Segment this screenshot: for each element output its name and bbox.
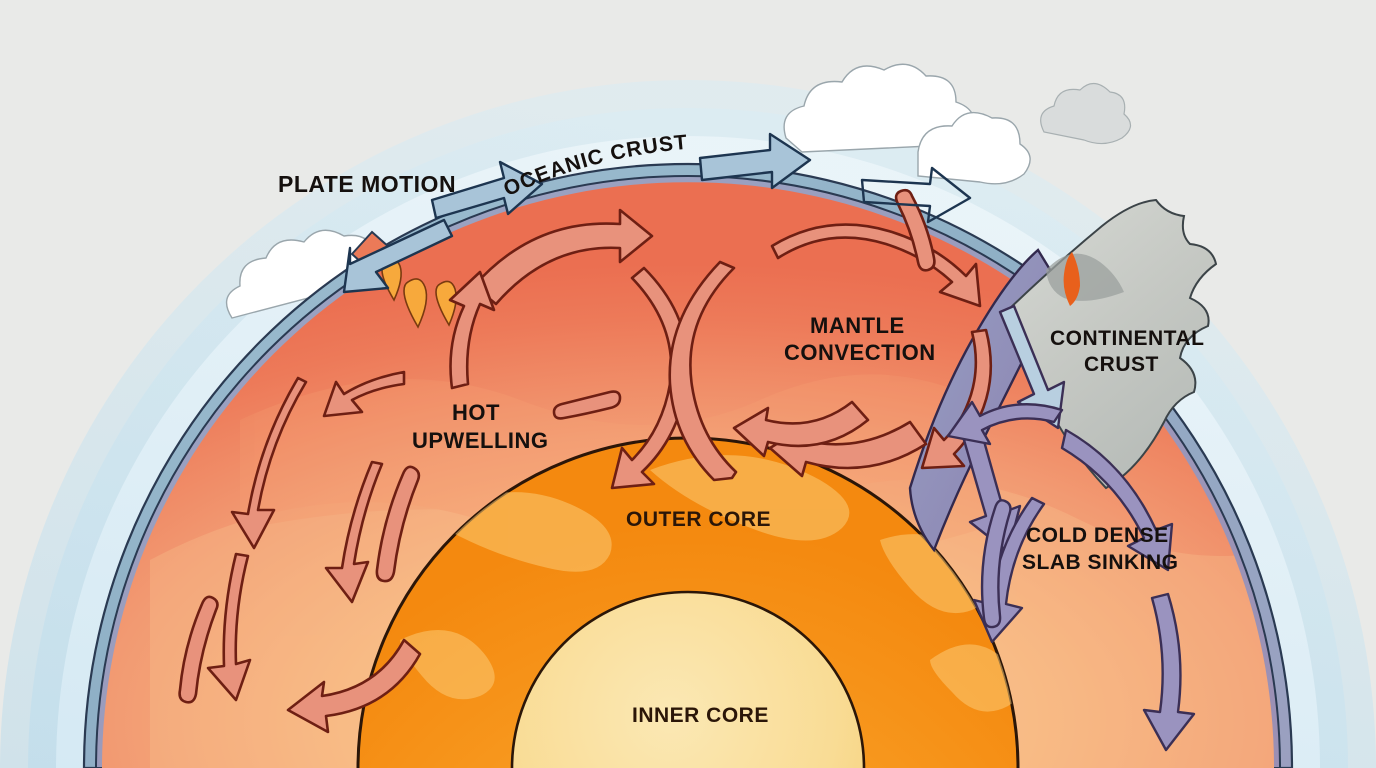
cloud-shape [917,111,1031,185]
plate-arrow-top-right [860,166,972,224]
plate-arrow-top [698,132,812,190]
label-inner-core: INNER CORE [632,704,769,727]
label-hot-upwelling-line1: HOT [452,400,500,425]
crust-outer-outline [82,162,1294,768]
convection-arrow-return-mid [732,400,870,458]
convection-stroke-upper-right [894,188,936,272]
magma-droplet [403,278,428,329]
core-swirl [650,455,850,541]
plate-arrow-upper-left [430,160,544,220]
label-cold-slab-line1: COLD DENSE [1026,524,1169,547]
slab-sinking-arrows [946,304,1196,752]
cloud-top [783,63,1031,185]
label-continental-crust-line1: CONTINENTAL [1050,327,1204,350]
convection-stroke-bottom [178,595,219,704]
convection-arrow-bottom-left [286,638,422,734]
lithosphere-outline [94,175,1282,768]
label-hot-upwelling-line2: UPWELLING [412,428,549,453]
convection-arrow-top-right [770,223,982,308]
slab-stroke-inner [980,499,1012,629]
slab-arrow-outer-lower [1142,592,1196,752]
label-outer-core: OUTER CORE [626,508,771,531]
core-swirl [400,630,495,700]
slab-arrow-left-point [946,400,1064,446]
smoke-puff [1040,82,1132,145]
inner-core-boundary [510,590,866,768]
convection-arrow-descend-right [920,328,993,470]
inner-core-layer [510,590,866,768]
inner-core-body [512,592,864,768]
label-plate-motion: PLATE MOTION [278,171,456,197]
plate-arrow-left [342,218,454,294]
magma-droplet [435,280,457,327]
convection-arrow-left-return [322,370,406,418]
mantle-convection-arrows [178,188,993,734]
convection-dash-top [552,390,622,420]
plate-motion-arrows [342,132,972,294]
volcano-lava [1063,252,1080,306]
core-swirl [930,644,1018,712]
label-mantle-convection-line1: MANTLE [810,313,905,338]
label-mantle-convection-line2: CONVECTION [784,340,936,365]
convection-arrow-outer-rise [230,376,308,550]
convection-arrow-rise-left [448,270,496,390]
convection-arrow-return-right [768,420,928,478]
convection-arrow-mid-rise [324,460,384,604]
slab-arrow-outer-descend [1060,428,1174,572]
convection-arrow-lower-rise [206,552,252,702]
convection-arrow-center-right [668,260,738,482]
label-continental-crust-line2: CRUST [1084,353,1159,376]
label-cold-slab-line2: SLAB SINKING [1022,551,1179,574]
convection-arrow-top-left [472,208,654,306]
convection-stroke-mid [375,465,421,583]
